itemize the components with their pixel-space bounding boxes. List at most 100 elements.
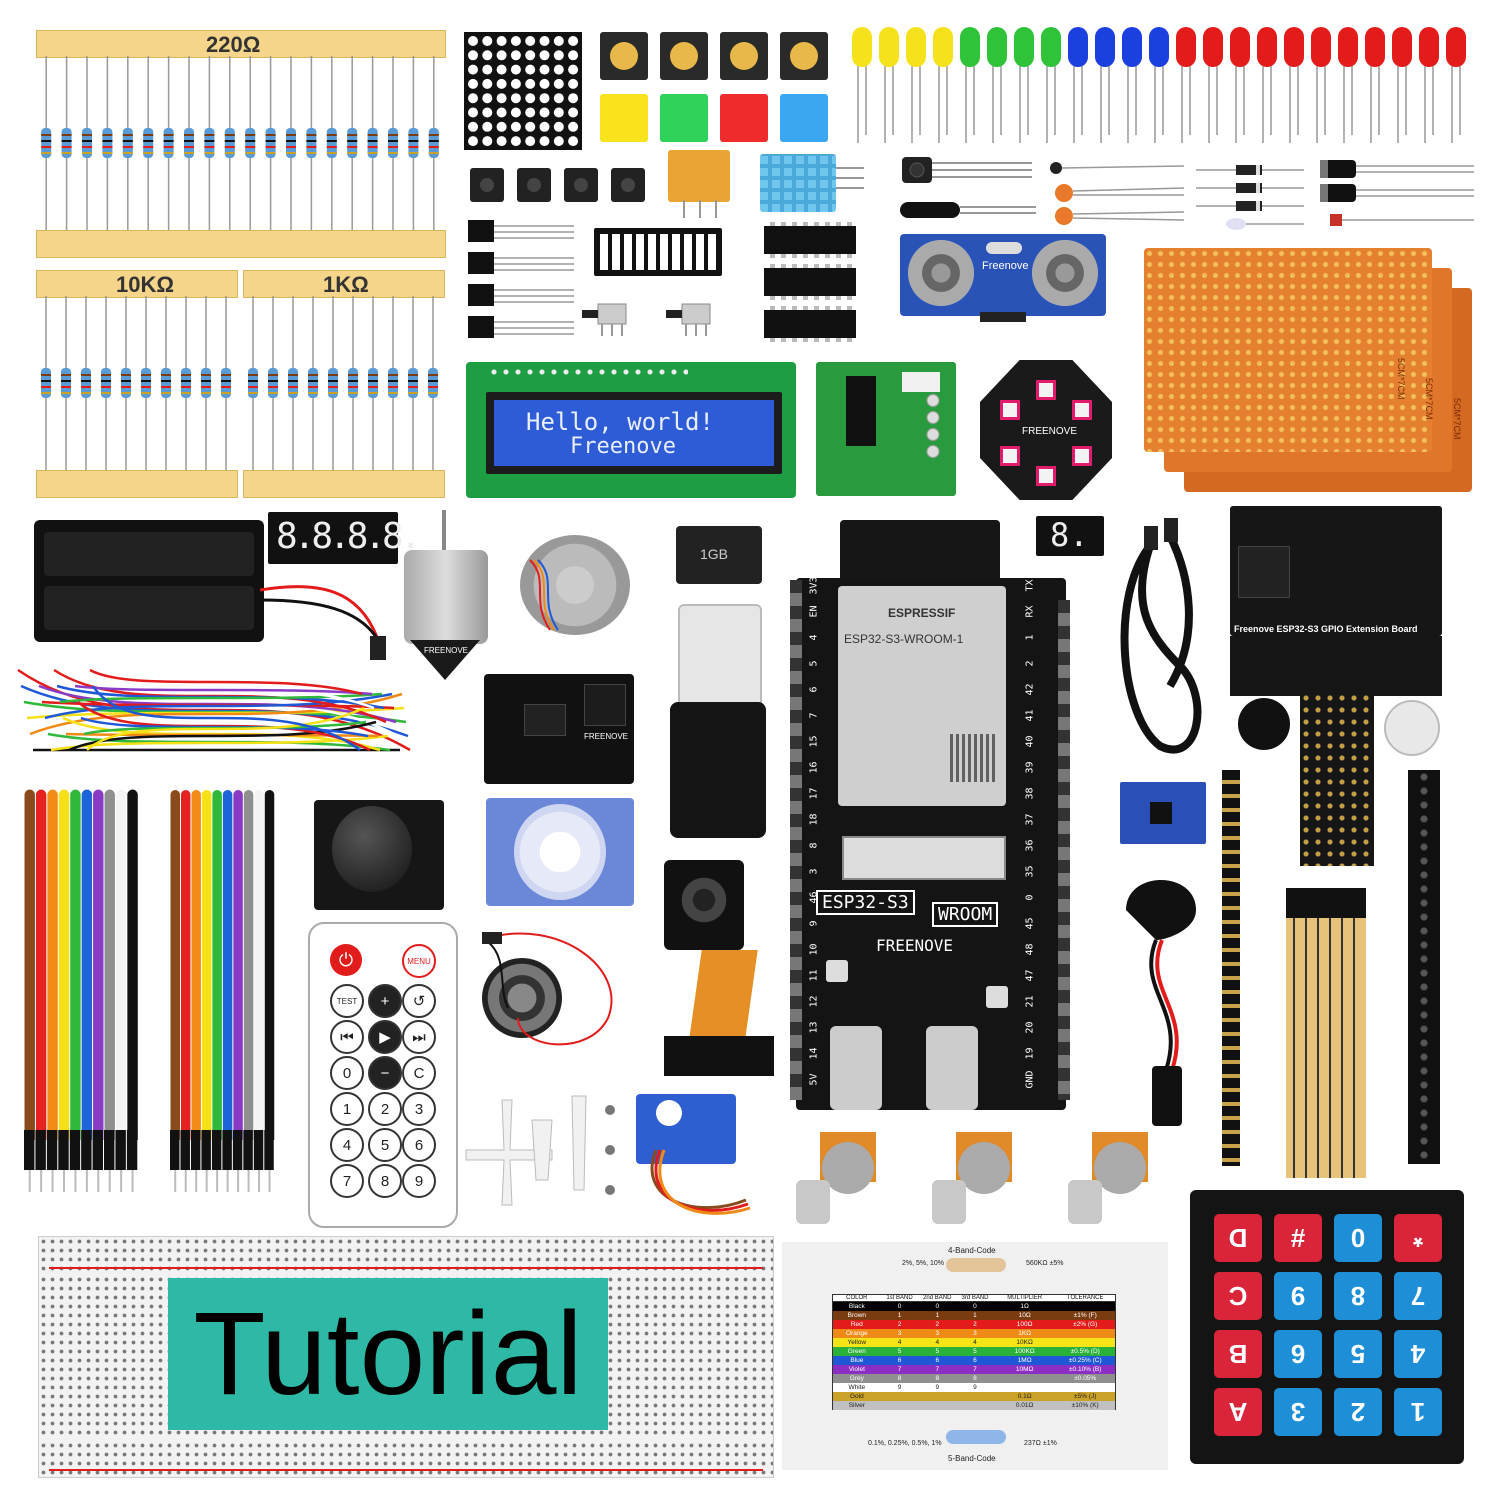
resistor-band xyxy=(288,380,298,382)
esp32-pin-label: EN xyxy=(808,605,820,618)
keypad-key[interactable]: 2 xyxy=(1334,1388,1382,1436)
keypad-key[interactable]: # xyxy=(1274,1214,1322,1262)
matrix-dot xyxy=(468,107,478,118)
keypad-key[interactable]: 4 xyxy=(1394,1330,1442,1378)
matrix-dot xyxy=(496,93,507,104)
remote-button-play[interactable]: ▶ xyxy=(368,1020,402,1054)
ultrasonic-transducer-right xyxy=(1032,240,1098,306)
speaker xyxy=(482,958,562,1038)
ic-pin xyxy=(847,254,852,258)
keypad-key[interactable]: 8 xyxy=(1334,1272,1382,1320)
remote-button-return[interactable]: ↺ xyxy=(402,984,436,1018)
ultrasonic-sensor: Freenove xyxy=(900,234,1106,316)
ic-pin xyxy=(792,254,797,258)
keypad-key[interactable]: 1 xyxy=(1394,1388,1442,1436)
ribbon-connector xyxy=(46,1130,58,1170)
keypad-key[interactable]: B xyxy=(1214,1330,1262,1378)
resistor-band xyxy=(408,134,419,136)
remote-button-c[interactable]: C xyxy=(402,1056,436,1090)
remote-button-7[interactable]: 7 xyxy=(330,1164,364,1198)
keypad-key[interactable]: 0 xyxy=(1334,1214,1382,1262)
remote-button-9[interactable]: 9 xyxy=(402,1164,436,1198)
ribbon-connector xyxy=(126,1130,138,1170)
potentiometer-body xyxy=(1094,1142,1146,1194)
matrix-dot xyxy=(468,36,478,46)
rgb-led xyxy=(1072,400,1092,420)
stepper-motor-wires xyxy=(529,559,559,631)
remote-button-5[interactable]: 5 xyxy=(368,1128,402,1162)
mpu6050-module xyxy=(1120,782,1206,844)
resistor-band xyxy=(143,152,154,154)
ic-pin xyxy=(836,254,841,258)
remote-button-next[interactable]: ⏭ xyxy=(402,1020,436,1054)
keypad-key[interactable]: D xyxy=(1214,1214,1262,1262)
resistor-band xyxy=(163,134,174,136)
resistor-band xyxy=(41,386,51,388)
remote-button-0[interactable]: 0 xyxy=(330,1056,364,1090)
resistor-band xyxy=(268,380,278,382)
four-digit-seven-segment: 8.8.8.8. xyxy=(268,512,421,564)
remote-button-menu[interactable]: MENU xyxy=(402,944,436,978)
resistor-band xyxy=(428,374,438,376)
remote-button-prev[interactable]: ⏮ xyxy=(330,1020,364,1054)
remote-button-2[interactable]: 2 xyxy=(368,1092,402,1126)
color-table-cell: 0.01Ω xyxy=(1015,1402,1034,1409)
card-reader-usb-plug xyxy=(678,604,762,708)
keypad-key[interactable]: 3 xyxy=(1274,1388,1322,1436)
dupont-ribbon-cable-2 xyxy=(170,790,275,1192)
esp32-boot-button[interactable] xyxy=(986,986,1008,1008)
remote-button-1[interactable]: 1 xyxy=(330,1092,364,1126)
resistor-band xyxy=(347,134,358,136)
keypad-key[interactable]: A xyxy=(1214,1388,1262,1436)
matrix-dot xyxy=(539,64,550,75)
esp32-s3-board[interactable]: ESPRESSIF ESP32-S3-WROOM-1 ESP32-S3 WROO… xyxy=(790,520,1070,1110)
potentiometers xyxy=(796,1132,1148,1224)
resistor-band xyxy=(61,386,71,388)
resistor-band xyxy=(347,146,358,148)
proto-board-front xyxy=(1144,248,1432,452)
keypad-key[interactable]: 6 xyxy=(1274,1330,1322,1378)
resistor-band xyxy=(408,386,418,388)
camera-connector xyxy=(664,1036,774,1076)
remote-button-plus[interactable]: + xyxy=(368,984,402,1018)
bar-segment xyxy=(648,234,656,270)
led-bar-graph xyxy=(594,228,722,276)
esp32-pin-label: 42 xyxy=(1024,683,1036,696)
servo-motor xyxy=(636,1094,736,1164)
keypad-key[interactable]: * xyxy=(1394,1214,1442,1262)
resistor-band xyxy=(41,374,51,376)
keypad-key[interactable]: C xyxy=(1214,1272,1262,1320)
jumper-wire xyxy=(89,668,363,696)
esp32-rst-button[interactable] xyxy=(826,960,848,982)
remote-button-3[interactable]: 3 xyxy=(402,1092,436,1126)
resistor-band xyxy=(81,392,91,394)
color-table-header-cell: MULTIPLIER xyxy=(1007,1295,1043,1301)
remote-button-test[interactable]: TEST xyxy=(330,984,364,1018)
resistor-band xyxy=(41,380,51,382)
card-reader-body xyxy=(670,702,766,838)
remote-button-minus[interactable]: − xyxy=(368,1056,402,1090)
resistor-band xyxy=(428,146,439,148)
keypad-key[interactable]: 7 xyxy=(1394,1272,1442,1320)
remote-button-4[interactable]: 4 xyxy=(330,1128,364,1162)
keypad-key[interactable]: 5 xyxy=(1334,1330,1382,1378)
resistor-band xyxy=(101,392,111,394)
color-table-cell: Brown xyxy=(847,1312,867,1319)
matrix-dot xyxy=(568,107,579,118)
resistor-band xyxy=(265,134,276,136)
remote-button-6[interactable]: 6 xyxy=(402,1128,436,1162)
resistor-band xyxy=(306,152,317,154)
resistor-band xyxy=(245,140,256,142)
remote-button-8[interactable]: 8 xyxy=(368,1164,402,1198)
card-4band-value: 560KΩ ±5% xyxy=(1026,1260,1064,1267)
remote-power-button[interactable]: ⏻ xyxy=(330,944,362,976)
small-push-button xyxy=(564,168,598,202)
keypad-key[interactable]: 9 xyxy=(1274,1272,1322,1320)
matrix-dot xyxy=(482,121,493,132)
led xyxy=(933,27,953,67)
matrix-dot xyxy=(496,36,507,46)
esp32-pin-label: 46 xyxy=(808,891,820,904)
